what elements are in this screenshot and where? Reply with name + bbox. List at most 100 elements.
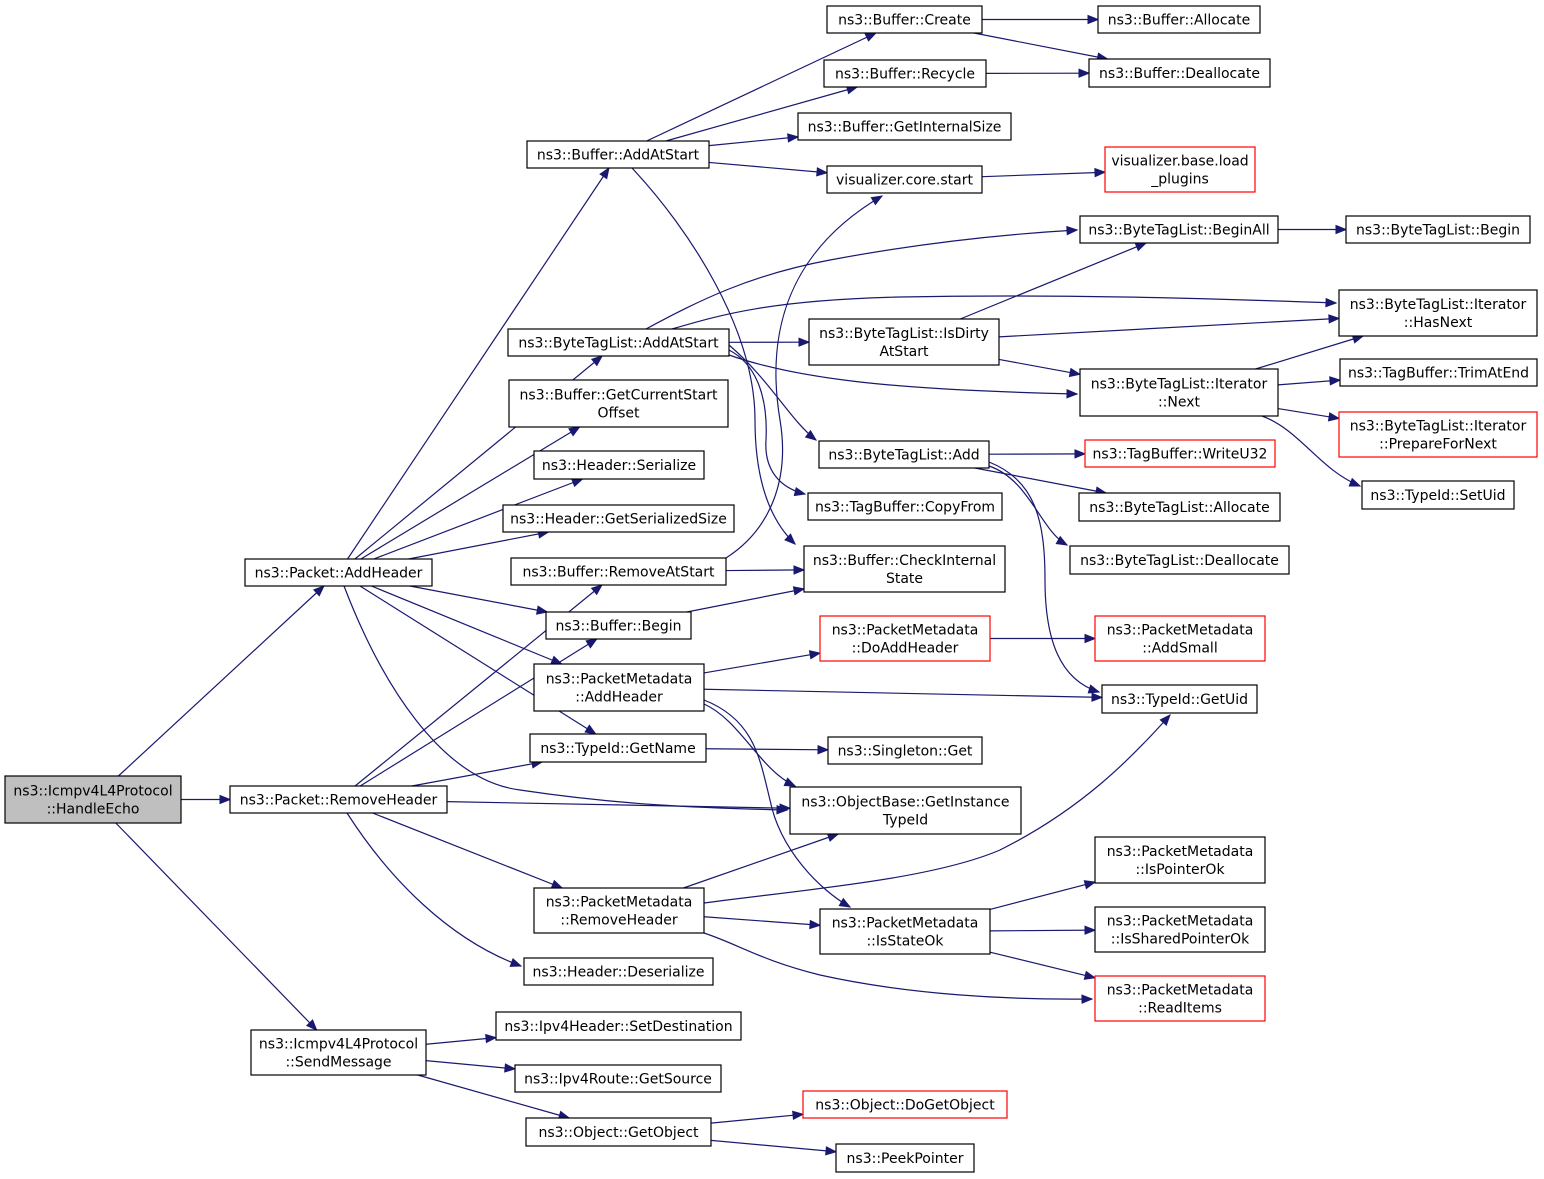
node-box xyxy=(545,611,692,640)
node-pm-read-items[interactable]: ns3::PacketMetadata::ReadItems xyxy=(1094,975,1266,1022)
node-iterator-prepare-for-next[interactable]: ns3::ByteTagList::Iterator::PrepareForNe… xyxy=(1338,411,1538,458)
node-header-deserialize[interactable]: ns3::Header::Deserialize xyxy=(523,957,714,986)
edge-bytetaglist_add-to-bytetaglist_deallocate xyxy=(988,465,1069,546)
node-buffer-allocate[interactable]: ns3::Buffer::Allocate xyxy=(1097,5,1261,34)
node-label: _plugins xyxy=(1150,172,1209,188)
node-buffer-get-internal-size[interactable]: ns3::Buffer::GetInternalSize xyxy=(797,112,1012,141)
edge-packet_add_header-to-header_get_serialized_size xyxy=(408,529,550,560)
node-buffer-recycle[interactable]: ns3::Buffer::Recycle xyxy=(823,59,987,88)
node-box xyxy=(1079,368,1279,417)
node-singleton-get[interactable]: ns3::Singleton::Get xyxy=(827,736,983,765)
node-visualizer-load-plugins[interactable]: visualizer.base.load _plugins xyxy=(1104,146,1256,193)
node-send-message[interactable]: ns3::Icmpv4L4Protocol::SendMessage xyxy=(250,1029,427,1076)
node-buffer-add-at-start[interactable]: ns3::Buffer::AddAtStart xyxy=(526,140,710,169)
node-bytetaglist-add[interactable]: ns3::ByteTagList::Add xyxy=(818,440,990,469)
node-box xyxy=(1078,492,1281,522)
node-label: ns3::PacketMetadata xyxy=(1107,623,1254,639)
node-buffer-deallocate[interactable]: ns3::Buffer::Deallocate xyxy=(1088,58,1271,88)
edge-bytetaglist_is_dirty_at_start-to-bytetaglist_begin_all xyxy=(959,242,1148,320)
node-typeid-get-uid[interactable]: ns3::TypeId::GetUid xyxy=(1101,684,1258,714)
node-bytetaglist-begin[interactable]: ns3::ByteTagList::Begin xyxy=(1345,215,1531,244)
node-bytetaglist-allocate[interactable]: ns3::ByteTagList::Allocate xyxy=(1078,492,1281,522)
node-box xyxy=(525,1117,712,1147)
edge-handle_echo-to-packet_add_header xyxy=(118,585,325,777)
node-tagbuffer-trim-at-end[interactable]: ns3::TagBuffer::TrimAtEnd xyxy=(1339,358,1538,387)
node-buffer-create[interactable]: ns3::Buffer::Create xyxy=(826,5,983,34)
edge-send_message-to-ipv4route_get_source xyxy=(425,1060,517,1073)
node-handle-echo[interactable]: ns3::Icmpv4L4Protocol::HandleEcho xyxy=(4,775,182,824)
node-header-serialize[interactable]: ns3::Header::Serialize xyxy=(533,450,705,480)
node-ipv4route-get-source[interactable]: ns3::Ipv4Route::GetSource xyxy=(514,1064,722,1093)
node-box xyxy=(1097,5,1261,34)
node-box xyxy=(1094,906,1266,953)
node-label: ns3::TagBuffer::CopyFrom xyxy=(815,500,995,516)
node-header-get-serialized-size[interactable]: ns3::Header::GetSerializedSize xyxy=(502,504,735,533)
node-pm-is-shared-pointer-ok[interactable]: ns3::PacketMetadata::IsSharedPointerOk xyxy=(1094,906,1266,953)
node-label: ns3::ByteTagList::BeginAll xyxy=(1088,223,1269,239)
edge-buffer_remove_at_start-to-visualizer_core_start xyxy=(725,195,884,559)
edge-pm_is_state_ok-to-pm_read_items xyxy=(989,951,1097,980)
edge-object_get_object-to-object_do_get_object xyxy=(710,1110,805,1124)
node-box xyxy=(502,504,735,533)
edge-pm_add_header-to-pm_is_state_ok xyxy=(703,699,852,908)
edge-buffer_remove_at_start-to-buffer_check_internal_state xyxy=(725,565,806,575)
node-packet-add-header[interactable]: ns3::Packet::AddHeader xyxy=(244,558,433,587)
node-box xyxy=(4,775,182,824)
node-box xyxy=(1338,411,1538,458)
node-label: ns3::Buffer::GetCurrentStart xyxy=(520,388,718,404)
node-packet-remove-header[interactable]: ns3::Packet::RemoveHeader xyxy=(229,785,448,814)
edge-iterator_next-to-typeid_set_uid xyxy=(1261,415,1362,487)
edge-visualizer_core_start-to-visualizer_load_plugins xyxy=(981,167,1107,178)
node-ipv4header-set-destination[interactable]: ns3::Ipv4Header::SetDestination xyxy=(495,1011,742,1041)
node-object-do-get-object[interactable]: ns3::Object::DoGetObject xyxy=(802,1090,1008,1119)
node-box xyxy=(802,1090,1008,1119)
node-label: ns3::TypeId::GetName xyxy=(540,741,695,757)
node-box xyxy=(250,1029,427,1076)
node-tagbuffer-write-u32[interactable]: ns3::TagBuffer::WriteU32 xyxy=(1084,439,1276,468)
node-buffer-begin[interactable]: ns3::Buffer::Begin xyxy=(545,611,692,640)
node-box xyxy=(229,785,448,814)
node-iterator-has-next[interactable]: ns3::ByteTagList::Iterator::HasNext xyxy=(1338,289,1538,337)
node-box xyxy=(1101,684,1258,714)
node-box xyxy=(533,887,705,934)
node-pm-remove-header[interactable]: ns3::PacketMetadata::RemoveHeader xyxy=(533,887,705,934)
edge-send_message-to-ipv4header_set_destination xyxy=(425,1033,498,1045)
node-peek-pointer[interactable]: ns3::PeekPointer xyxy=(835,1143,975,1173)
edge-typeid_get_name-to-singleton_get xyxy=(705,744,830,755)
node-pm-add-small[interactable]: ns3::PacketMetadata::AddSmall xyxy=(1094,615,1266,662)
node-label: visualizer.base.load xyxy=(1111,154,1248,170)
node-visualizer-core-start[interactable]: visualizer.core.start xyxy=(826,165,983,194)
node-label: ns3::PacketMetadata xyxy=(832,623,979,639)
edge-iterator_next-to-iterator_prepare_for_next xyxy=(1277,407,1341,422)
node-buffer-remove-at-start[interactable]: ns3::Buffer::RemoveAtStart xyxy=(510,557,727,586)
edge-buffer_create-to-buffer_allocate xyxy=(982,14,1100,25)
node-object-get-object[interactable]: ns3::Object::GetObject xyxy=(525,1117,712,1147)
node-label: ns3::Object::GetObject xyxy=(538,1125,699,1141)
node-box xyxy=(826,5,983,34)
node-box xyxy=(803,545,1006,593)
edge-handle_echo-to-packet_remove_header xyxy=(181,794,232,805)
node-pm-is-state-ok[interactable]: ns3::PacketMetadata::IsStateOk xyxy=(819,908,991,955)
node-bytetaglist-begin-all[interactable]: ns3::ByteTagList::BeginAll xyxy=(1079,215,1279,244)
node-bytetaglist-deallocate[interactable]: ns3::ByteTagList::Deallocate xyxy=(1069,545,1290,575)
node-label: ::AddHeader xyxy=(575,690,663,706)
node-tagbuffer-copy-from[interactable]: ns3::TagBuffer::CopyFrom xyxy=(807,492,1003,521)
node-box xyxy=(495,1011,742,1041)
node-typeid-set-uid[interactable]: ns3::TypeId::SetUid xyxy=(1361,480,1515,510)
node-iterator-next[interactable]: ns3::ByteTagList::Iterator::Next xyxy=(1079,368,1279,417)
node-pm-add-header[interactable]: ns3::PacketMetadata::AddHeader xyxy=(533,663,705,712)
node-label: ns3::Icmpv4L4Protocol xyxy=(13,784,172,800)
edge-bytetaglist_add_at_start-to-iterator_has_next xyxy=(671,295,1338,330)
node-label: TypeId xyxy=(882,813,928,829)
node-bytetaglist-add-at-start[interactable]: ns3::ByteTagList::AddAtStart xyxy=(507,328,730,357)
node-typeid-get-name[interactable]: ns3::TypeId::GetName xyxy=(529,733,707,763)
node-label: ns3::Header::Serialize xyxy=(542,458,696,474)
node-label: ns3::Buffer::RemoveAtStart xyxy=(522,565,715,581)
edge-packet_add_header-to-typeid_get_name xyxy=(359,585,597,735)
node-pm-do-add-header[interactable]: ns3::PacketMetadata::DoAddHeader xyxy=(819,615,991,662)
node-pm-is-pointer-ok[interactable]: ns3::PacketMetadata::IsPointerOk xyxy=(1094,836,1266,884)
